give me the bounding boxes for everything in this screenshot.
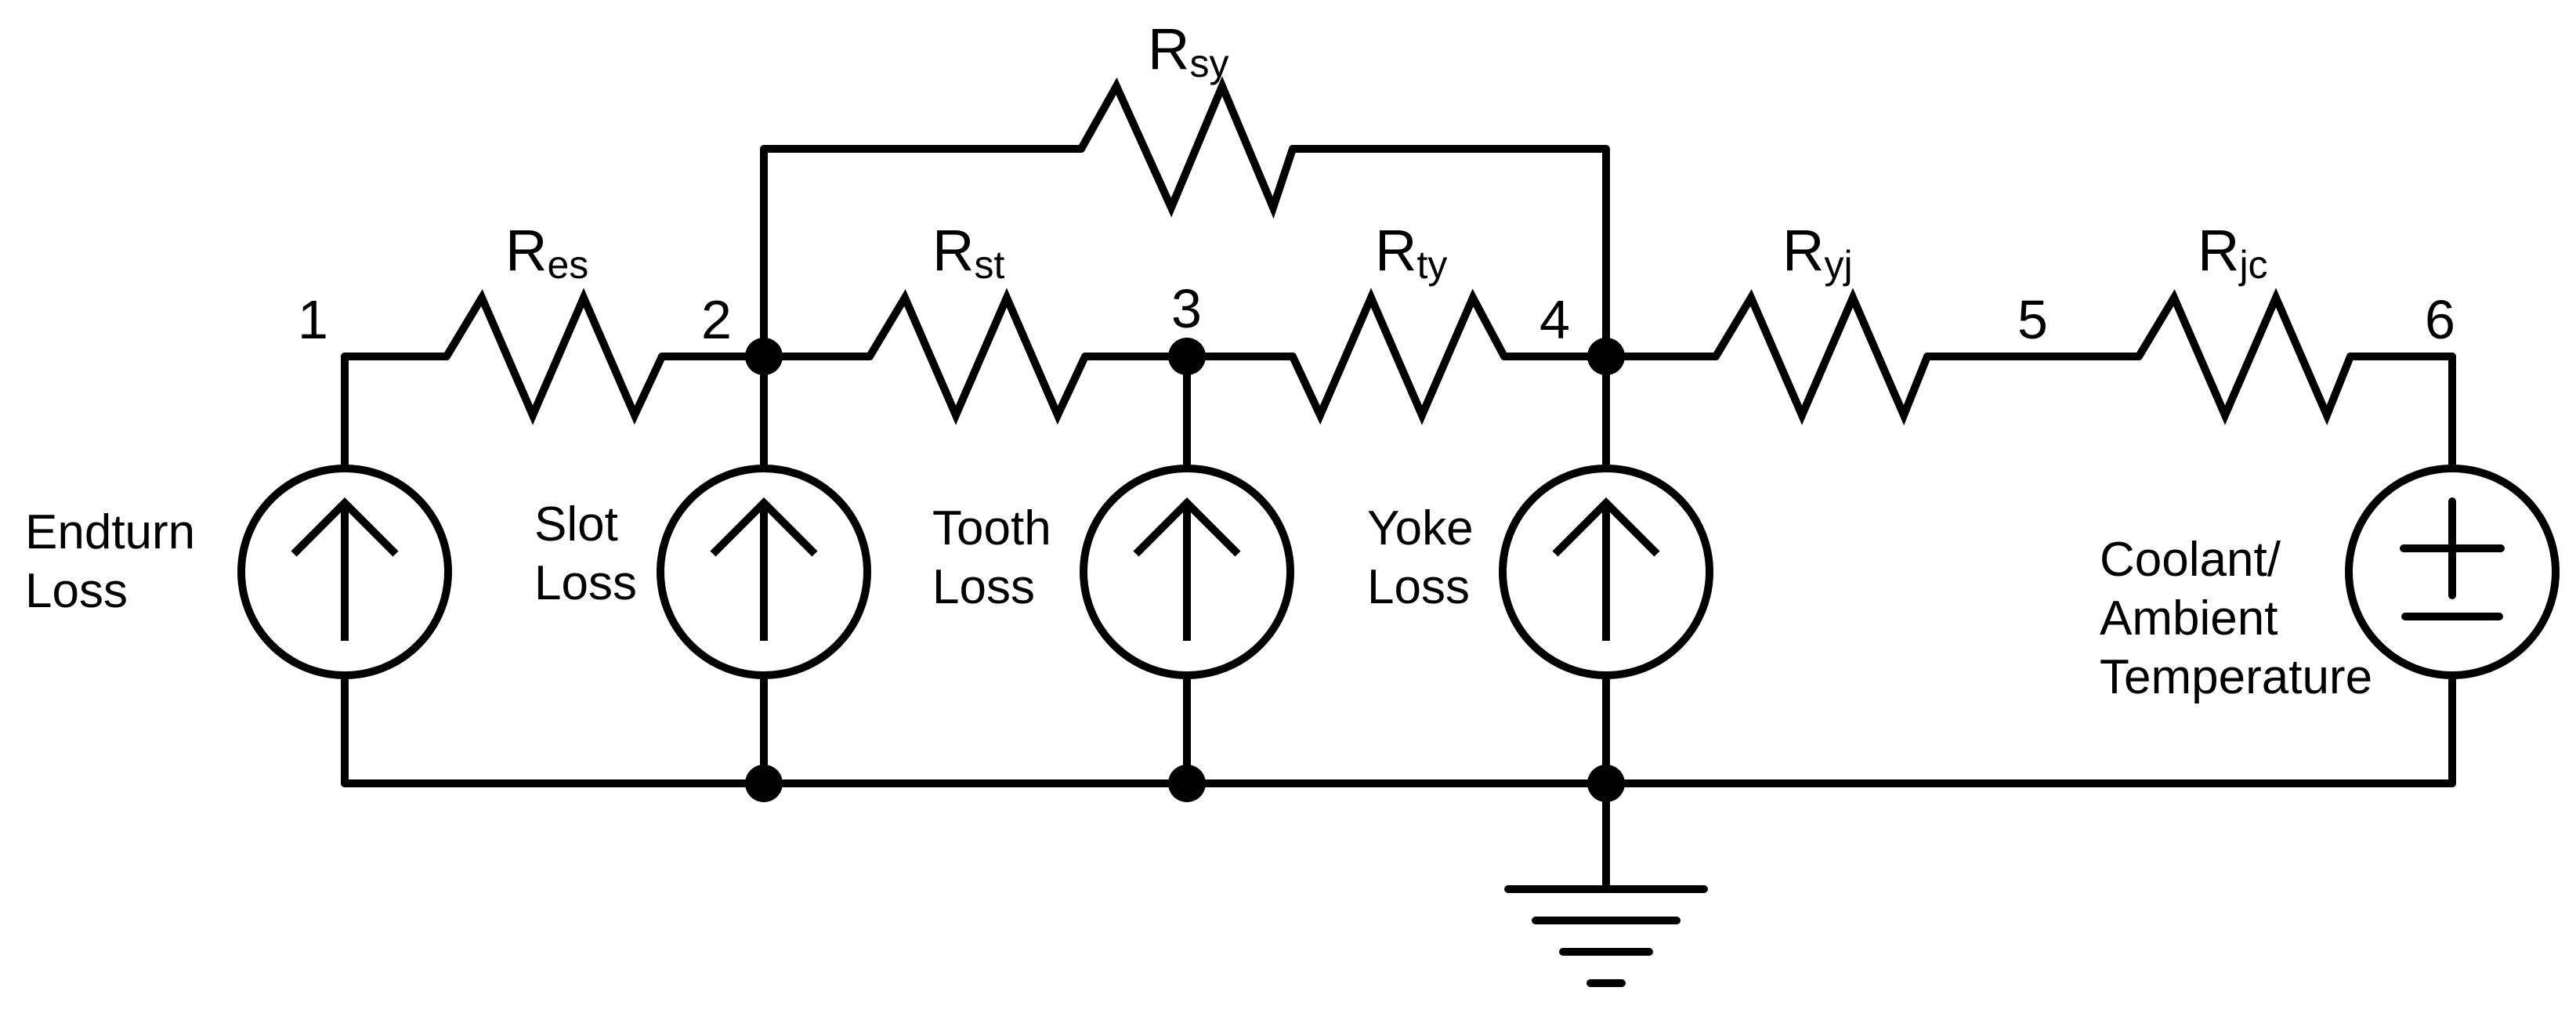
node-5-label: 5 [2017, 289, 2048, 350]
resistor-rsy [1077, 76, 1297, 219]
current-source-endturn [237, 465, 452, 679]
label-yoke-loss: Yoke Loss [1367, 501, 1474, 614]
label-rty: Rty [1375, 218, 1447, 287]
svg-text:Loss: Loss [25, 564, 128, 618]
node-4-label: 4 [1539, 289, 1570, 350]
current-source-tooth [1080, 465, 1294, 679]
node-1-label: 1 [298, 289, 328, 350]
node-3-label: 3 [1171, 278, 1202, 339]
resistor-rjc [2135, 288, 2354, 426]
svg-text:Loss: Loss [932, 560, 1035, 614]
junction-dots [745, 338, 1625, 802]
svg-text:Tooth: Tooth [932, 501, 1051, 555]
ground-symbol [1504, 779, 1708, 987]
resistor-ryj [1712, 288, 1931, 426]
label-rjc: Rjc [2198, 218, 2268, 287]
label-rst: Rst [932, 218, 1004, 287]
svg-text:Loss: Loss [534, 556, 637, 610]
node-2-label: 2 [701, 289, 732, 350]
current-source-slot [657, 465, 871, 679]
label-rsy: Rsy [1148, 16, 1228, 85]
svg-text:Loss: Loss [1367, 560, 1470, 614]
resistor-res [443, 288, 666, 425]
svg-text:Slot: Slot [534, 497, 618, 552]
label-ryj: Ryj [1782, 218, 1853, 287]
svg-text:Coolant/: Coolant/ [2100, 533, 2281, 587]
svg-text:Temperature: Temperature [2100, 650, 2372, 704]
svg-text:Yoke: Yoke [1367, 501, 1474, 555]
label-coolant-ambient-temperature: Coolant/ Ambient Temperature [2100, 533, 2372, 704]
svg-text:Ambient: Ambient [2100, 591, 2278, 646]
node-6-label: 6 [2425, 289, 2455, 350]
svg-text:Endturn: Endturn [25, 505, 195, 559]
label-tooth-loss: Tooth Loss [932, 501, 1051, 614]
resistor-rst [866, 288, 1089, 425]
resistor-rty [1289, 288, 1508, 425]
voltage-source-coolant [2345, 465, 2560, 679]
label-slot-loss: Slot Loss [534, 497, 637, 610]
wire-top-bypass [760, 145, 1610, 360]
current-source-yoke [1499, 465, 1713, 679]
label-endturn-loss: Endturn Loss [25, 505, 195, 618]
label-res: Res [505, 218, 588, 287]
